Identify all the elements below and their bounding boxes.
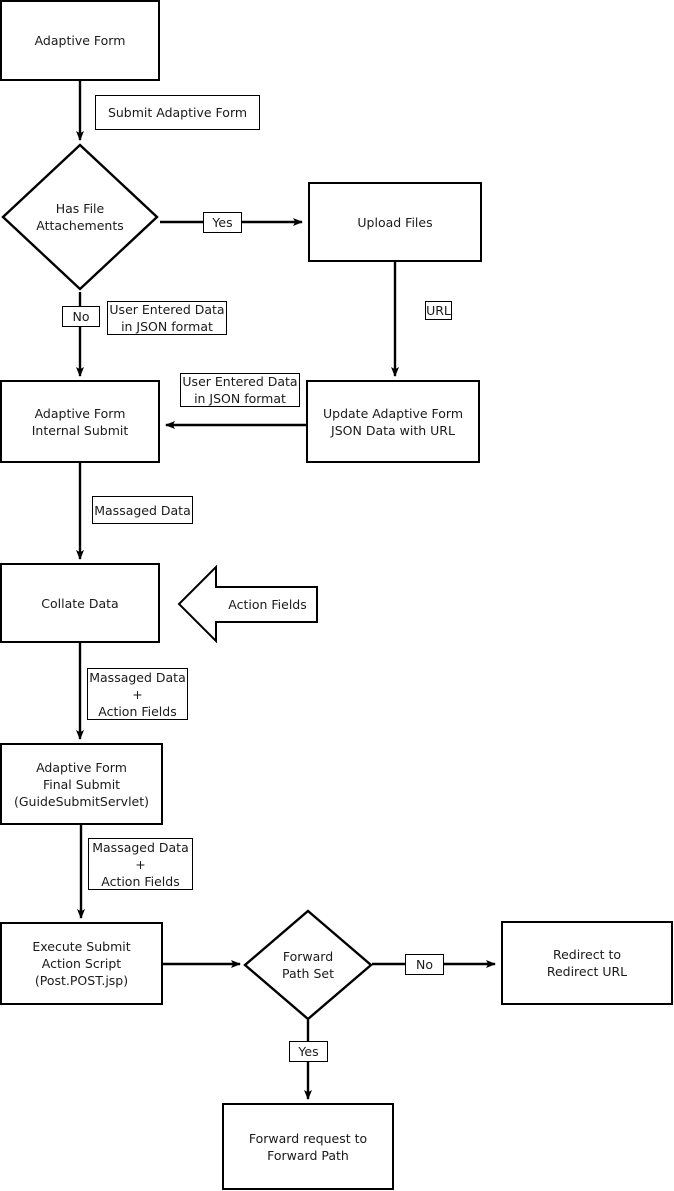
node-forward-path-set[interactable]: Forward Path Set xyxy=(242,908,374,1022)
edge-label-url: URL xyxy=(425,301,452,320)
edge-label-user-entered-data-right: User Entered Data in JSON format xyxy=(180,373,300,407)
node-execute-submit-action-script[interactable]: Execute Submit Action Script (Post.POST.… xyxy=(0,922,163,1005)
edge-label-yes-forward: Yes xyxy=(289,1041,328,1062)
edge-label-no-attachments: No xyxy=(62,306,100,327)
node-redirect-to-redirect-url[interactable]: Redirect to Redirect URL xyxy=(501,921,673,1005)
node-internal-submit[interactable]: Adaptive Form Internal Submit xyxy=(0,380,160,463)
node-adaptive-form[interactable]: Adaptive Form xyxy=(0,0,160,81)
node-label: Has File Attachements xyxy=(36,201,124,233)
node-collate-data[interactable]: Collate Data xyxy=(0,563,160,643)
node-forward-request[interactable]: Forward request to Forward Path xyxy=(222,1103,394,1190)
edge-label-massaged-plus-action-1: Massaged Data + Action Fields xyxy=(87,668,188,720)
edge-label-yes-attachments: Yes xyxy=(203,212,242,233)
edge-label-massaged-data: Massaged Data xyxy=(92,496,193,524)
edge-label-no-forward: No xyxy=(405,954,444,975)
node-final-submit[interactable]: Adaptive Form Final Submit (GuideSubmitS… xyxy=(0,743,163,825)
node-update-json-with-url[interactable]: Update Adaptive Form JSON Data with URL xyxy=(306,380,480,463)
edge-label-submit-adaptive-form: Submit Adaptive Form xyxy=(95,95,260,130)
node-action-fields[interactable]: Action Fields xyxy=(177,565,318,643)
node-upload-files[interactable]: Upload Files xyxy=(308,182,482,262)
edge-label-user-entered-data-left: User Entered Data in JSON format xyxy=(107,301,227,335)
node-label: Action Fields xyxy=(228,596,307,612)
edge-label-massaged-plus-action-2: Massaged Data + Action Fields xyxy=(88,838,193,890)
node-has-file-attachments[interactable]: Has File Attachements xyxy=(0,142,160,292)
node-label: Forward Path Set xyxy=(282,949,334,981)
